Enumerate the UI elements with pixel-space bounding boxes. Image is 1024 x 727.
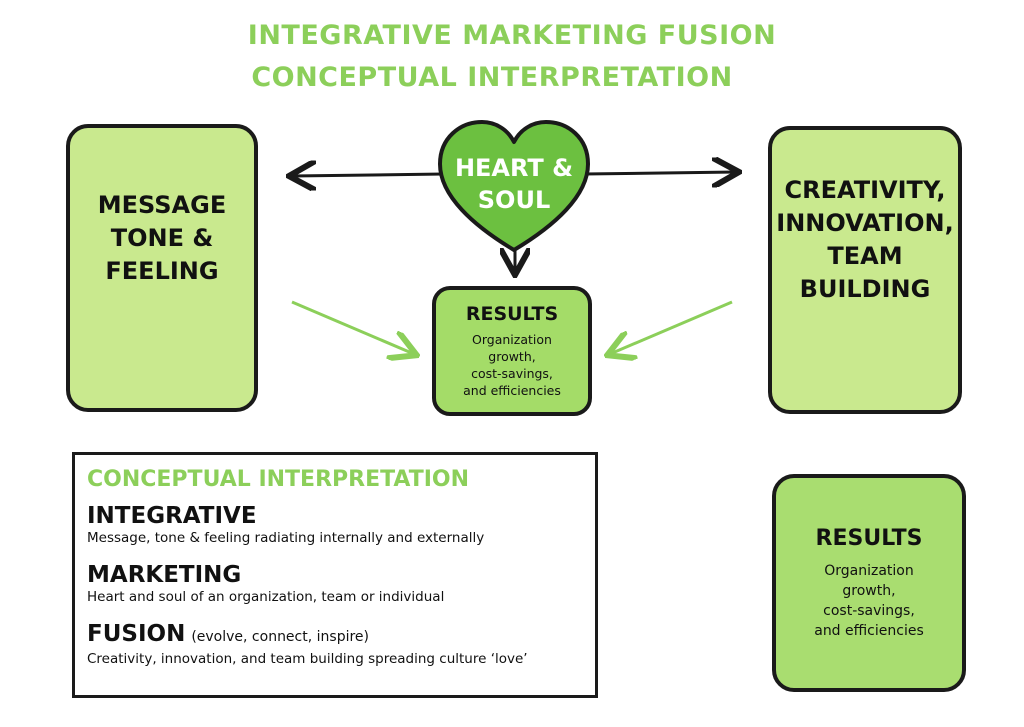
- term-fusion-desc: Creativity, innovation, and team buildin…: [87, 651, 528, 667]
- arrow-to-right-card: [583, 172, 736, 174]
- center-results-body: Organization growth, cost-savings, and e…: [463, 332, 561, 398]
- term-marketing-desc: Heart and soul of an organization, team …: [87, 589, 445, 605]
- term-marketing: MARKETING: [87, 562, 242, 588]
- creativity-innovation-label: CREATIVITY, INNOVATION, TEAM BUILDING: [776, 176, 954, 303]
- term-integrative: INTEGRATIVE: [87, 503, 257, 529]
- conceptual-interpretation-panel: CONCEPTUAL INTERPRETATION INTEGRATIVE Me…: [72, 452, 598, 698]
- center-results-card: RESULTS Organization growth, cost-saving…: [432, 286, 592, 416]
- message-tone-feeling-label: MESSAGE TONE & FEELING: [97, 190, 227, 285]
- main-title: INTEGRATIVE MARKETING FUSION: [247, 20, 777, 51]
- corner-results-title: RESULTS: [815, 525, 923, 551]
- corner-results-card: RESULTS Organization growth, cost-saving…: [772, 474, 966, 692]
- creativity-innovation-card: CREATIVITY, INNOVATION, TEAM BUILDING: [768, 126, 962, 414]
- subtitle: CONCEPTUAL INTERPRETATION: [251, 62, 733, 93]
- term-integrative-desc: Message, tone & feeling radiating intern…: [87, 530, 485, 546]
- arrow-right-to-results: [610, 300, 733, 354]
- concept-panel-title: CONCEPTUAL INTERPRETATION: [87, 467, 470, 492]
- heart-icon: [438, 120, 590, 252]
- heart-soul-label: HEART & SOUL: [454, 154, 574, 214]
- arrow-to-left-card: [292, 174, 445, 176]
- term-fusion-note: (evolve, connect, inspire): [191, 629, 369, 645]
- corner-results-body: Organization growth, cost-savings, and e…: [814, 562, 924, 639]
- message-tone-feeling-card: MESSAGE TONE & FEELING: [66, 124, 258, 412]
- arrow-left-to-results: [291, 300, 414, 354]
- center-results-title: RESULTS: [465, 303, 559, 325]
- term-fusion: FUSION(evolve, connect, inspire): [87, 621, 369, 647]
